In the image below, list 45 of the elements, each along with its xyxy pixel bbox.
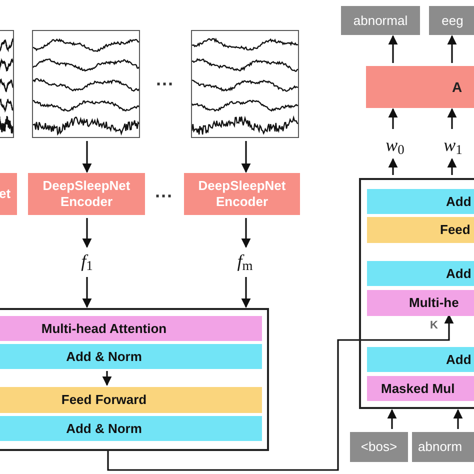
arrow [241,218,251,248]
feature-symbol: w$_{0}$ [380,132,410,158]
token-box: abnorm [412,432,474,462]
arrow [388,108,398,129]
picture [32,30,140,138]
norm-layer: Add [367,347,474,372]
encoder-block: DeepSleepNet Encoder [184,173,300,215]
norm-layer: Add [367,261,474,286]
edge-label: K [429,320,439,332]
arrow [241,141,251,173]
feed-forward-layer: Feed [367,217,474,243]
arrow [82,277,92,308]
feature-symbol: w$_{1}$ [438,132,468,158]
layer-stack-box [359,178,474,409]
arrow [82,218,92,248]
arrow [447,35,457,63]
picture [0,30,14,138]
attention-layer: Masked Mul [367,376,474,401]
arrow [387,409,397,429]
norm-layer: Add [367,189,474,214]
arrow [447,158,457,175]
ellipsis: ··· [156,75,174,93]
arrow [107,314,454,471]
encoder-block: DeepSleepNet Encoder [28,173,145,215]
norm-layer: Add & Norm [0,344,262,369]
arrow [102,371,112,386]
feature-symbol: f$_{m}$ [230,248,260,274]
arrow [388,35,398,63]
token-box: eeg [429,6,474,35]
attention-layer: Multi-head Attention [0,316,262,341]
ellipsis: ··· [155,187,173,205]
arrow [453,409,463,429]
arrow [82,141,92,173]
layer-stack-box [0,308,269,451]
arrow [241,277,251,308]
output-layer: A [366,66,474,108]
norm-layer: Add & Norm [0,416,262,441]
arrow [447,108,457,129]
token-box: abnormal [341,6,420,35]
attention-layer: Multi-he [367,290,474,316]
feed-forward-layer: Feed Forward [0,387,262,413]
picture [191,30,299,138]
arrow [388,158,398,175]
feature-symbol: f$_{1}$ [72,248,102,274]
token-box: <bos> [350,432,408,462]
